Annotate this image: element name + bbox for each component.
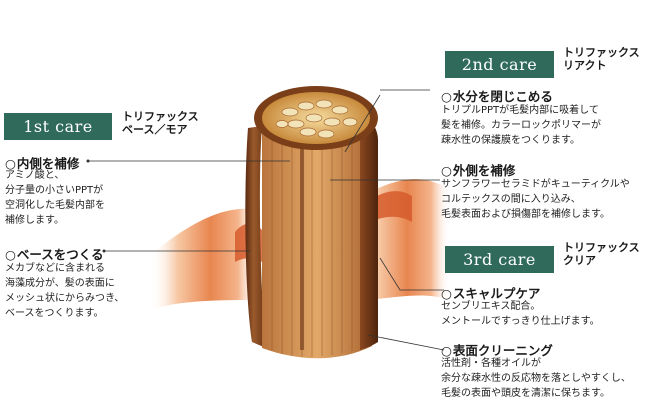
title-text: 外側を補修 [452, 163, 516, 178]
bullet-mark: ○ [441, 163, 452, 178]
second-care-product: トリファックス リアクト [563, 46, 640, 72]
third-care-section1-title: ○スキャルプケア [441, 283, 540, 302]
bullet-mark: ○ [441, 286, 452, 301]
third-care-section1-desc: センブリエキス配合。 メントールですっきり仕上げます。 [441, 299, 600, 329]
first-care-section2-title: ○ベースをつくる [5, 244, 104, 263]
desc-line: 毛髪表面および損傷部を補修します。 [441, 209, 610, 220]
desc-line: トリプルPPTが毛髪内部に吸着して [441, 105, 599, 116]
second-care-section2-desc: サンフラワーセラミドがキューティクルや コルテックスの間に入り込み、 毛髪表面お… [441, 177, 630, 222]
desc-line: 疎水性の保護膜をつくります。 [441, 135, 580, 146]
desc-line: メカブなどに含まれる [5, 263, 105, 274]
title-text: 内側を補修 [16, 156, 80, 171]
bullet-mark: ○ [5, 156, 16, 171]
callout-lines [88, 89, 445, 351]
desc-line: メントールですっきり仕上げます。 [441, 316, 600, 327]
cuticle-right [360, 114, 378, 350]
scalp-left [150, 208, 260, 310]
title-text: スキャルプケア [452, 286, 541, 301]
second-care-label: 2nd care [445, 51, 554, 78]
first-care-section1-title: ○内側を補修 [5, 153, 79, 172]
second-care-section1-title: ○水分を閉じこめる [441, 86, 553, 105]
first-care-product: トリファックス ベース／モア [122, 110, 199, 136]
cortex [262, 118, 372, 359]
second-care-product-line2: リアクト [563, 59, 607, 72]
desc-line: メッシュ状にからみつき、 [5, 293, 125, 304]
desc-line: 活性剤・各種オイルが [441, 358, 541, 369]
bullet-mark: ○ [441, 343, 452, 358]
desc-line: コルテックスの間に入り込み、 [441, 194, 581, 205]
title-text: ベースをつくる [16, 247, 104, 262]
title-text: 水分を閉じこめる [452, 89, 553, 104]
third-care-product-line1: トリファックス [563, 241, 640, 254]
second-care-section1-desc: トリプルPPTが毛髪内部に吸着して 髪を補修。カラーロックポリマーが 疎水性の保… [441, 103, 601, 148]
cuticle-outer [245, 126, 266, 348]
bullet-mark: ○ [5, 247, 16, 262]
first-care-product-line2: ベース／モア [122, 123, 188, 136]
title-text: 表面クリーニング [452, 343, 553, 358]
bullet-mark: ○ [441, 89, 452, 104]
desc-line: センブリエキス配合。 [441, 301, 541, 312]
third-care-product: トリファックス クリア [563, 241, 640, 267]
first-care-section1-desc: アミノ酸と、 分子量の小さいPPTが 空洞化した毛髪内部を 補修します。 [5, 168, 105, 228]
cortex-cells [275, 99, 358, 139]
third-care-label: 3rd care [445, 246, 554, 273]
desc-line: 補修します。 [5, 215, 64, 226]
desc-line: 空洞化した毛髪内部を [5, 200, 105, 211]
desc-line: 分子量の小さいPPTが [5, 185, 104, 196]
third-care-section2-desc: 活性剤・各種オイルが 余分な疎水性の反応物を落としやすくし、 毛髪の表面や頭皮を… [441, 356, 631, 401]
first-care-section2-desc: メカブなどに含まれる 海藻成分が、髪の表面に メッシュ状にからみつき、 ベースを… [5, 261, 124, 321]
desc-line: アミノ酸と、 [5, 170, 65, 181]
first-care-product-line1: トリファックス [122, 110, 199, 123]
second-care-section2-title: ○外側を補修 [441, 160, 515, 179]
desc-line: サンフラワーセラミドがキューティクルや [441, 179, 630, 190]
second-care-product-line1: トリファックス [563, 46, 640, 59]
desc-line: 海藻成分が、髪の表面に [5, 278, 115, 289]
third-care-product-line2: クリア [563, 254, 596, 267]
desc-line: 余分な疎水性の反応物を落としやすくし、 [441, 373, 631, 384]
first-care-label: 1st care [4, 113, 112, 140]
desc-line: 髪を補修。カラーロックポリマーが [441, 120, 601, 131]
desc-line: 毛髪の表面や頭皮を清潔に保ちます。 [441, 388, 610, 399]
third-care-section2-title: ○表面クリーニング [441, 340, 553, 359]
desc-line: ベースをつくります。 [5, 308, 104, 319]
